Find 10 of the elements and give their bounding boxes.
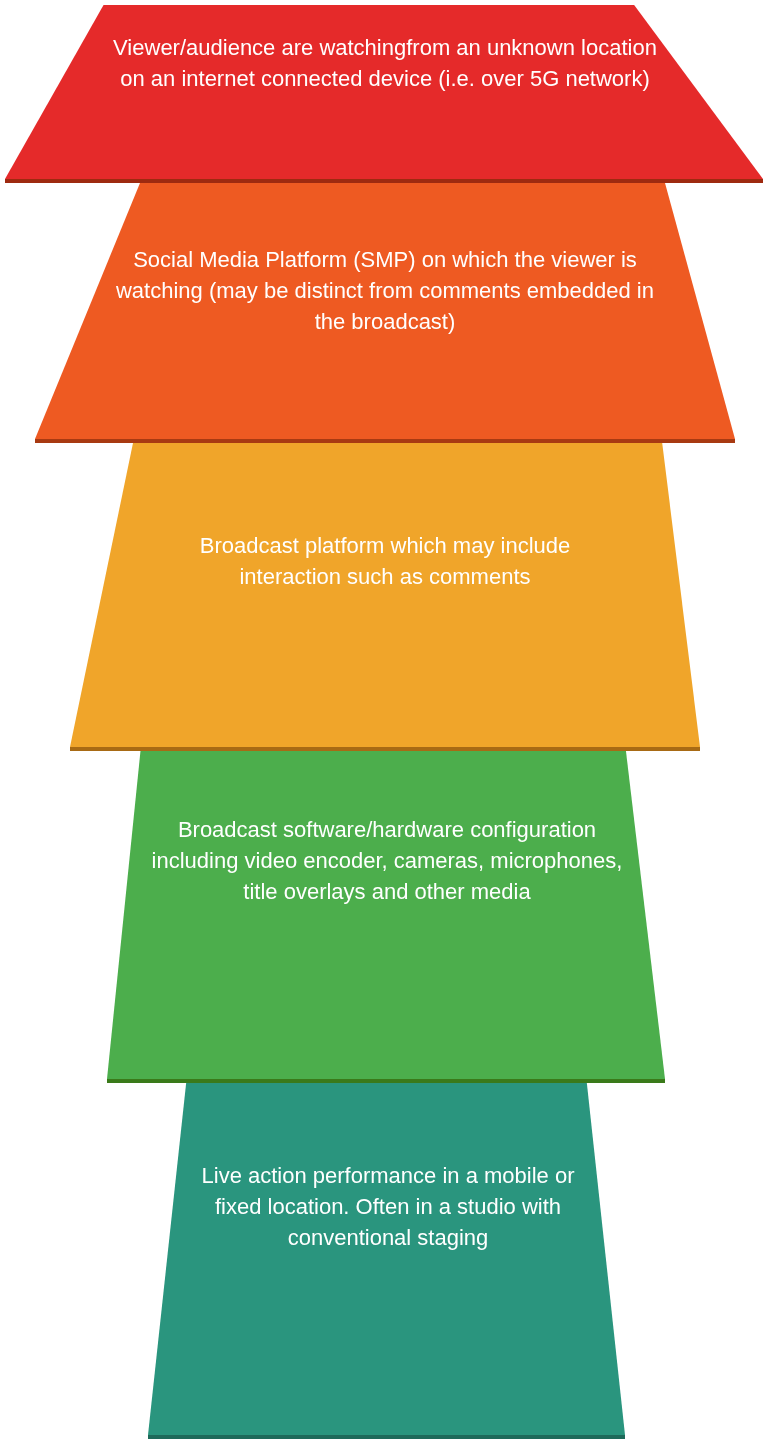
platform-layer — [35, 183, 735, 443]
broadcast-platform-layer — [70, 443, 700, 751]
layer-description: Broadcast platform which may include interaction such as comments — [198, 532, 572, 591]
layer-description: Live action performance in a mobile or fixed location. Often in a studio with conventional staging — [200, 1162, 576, 1252]
layer-description: Viewer/audience are watchingfrom an unknown location on an internet connected device (i.e. over 5G network) — [112, 34, 658, 93]
audience-layer — [5, 5, 763, 183]
performance-layer — [148, 1083, 625, 1439]
broadcast-setup-layer — [107, 751, 665, 1083]
layer-description: Broadcast software/hardware configuration including video encoder, cameras, microphones, title overlays and other media — [150, 816, 624, 906]
layer-description: Social Media Platform (SMP) on which the viewer is watching (may be distinct from comments embedded in the broadcast) — [115, 246, 655, 336]
